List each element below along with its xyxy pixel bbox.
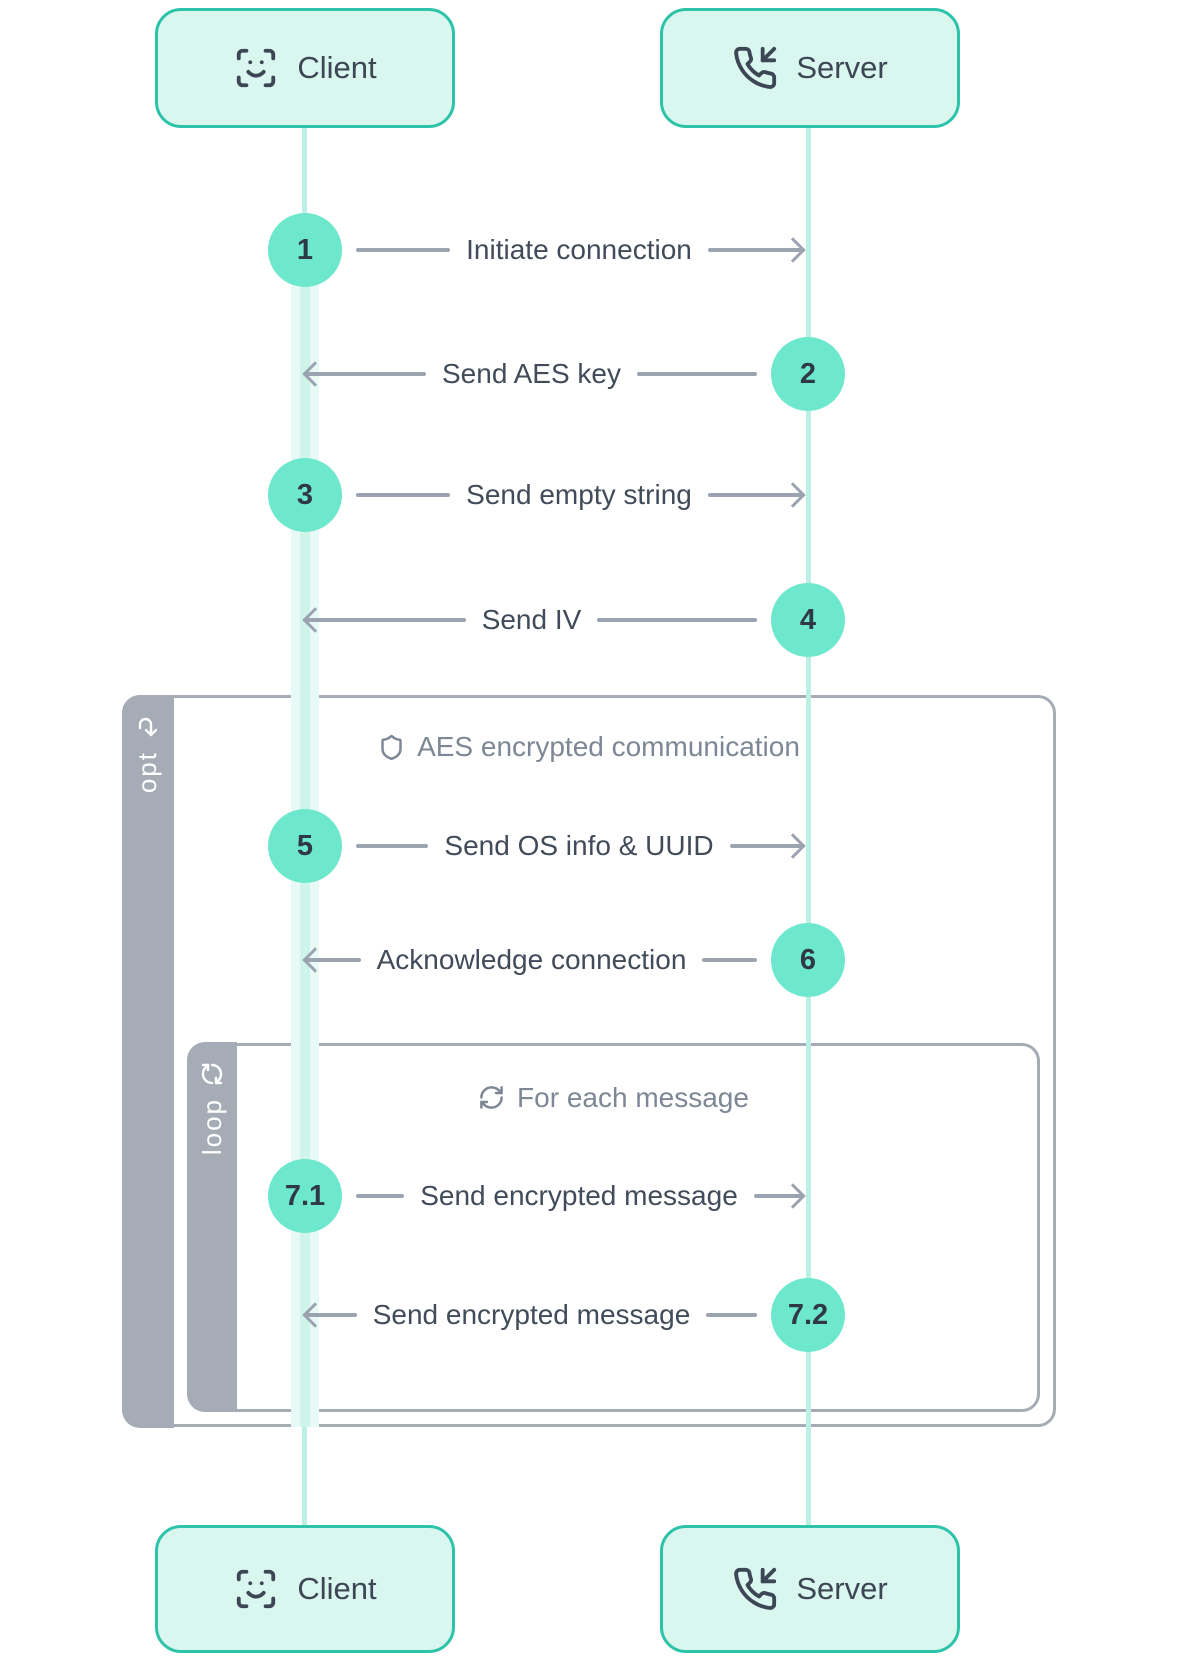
step-number-badge: 3 bbox=[268, 458, 342, 532]
refresh-icon bbox=[480, 1086, 503, 1109]
message-row-5: 5 Send OS info & UUID bbox=[268, 809, 808, 883]
message-label: Send AES key bbox=[442, 358, 622, 389]
arrow-to-client: Send encrypted message bbox=[306, 1278, 757, 1352]
arrow-to-server: Initiate connection bbox=[356, 213, 802, 287]
arrow-line bbox=[702, 958, 758, 962]
step-number-badge: 7.1 bbox=[268, 1159, 342, 1233]
arrow-to-client: Send AES key bbox=[306, 337, 758, 411]
actor-server-label: Server bbox=[796, 50, 888, 85]
arrowhead-left-icon bbox=[306, 958, 361, 962]
actor-client-bottom: Client bbox=[155, 1525, 455, 1653]
actor-client-label: Client bbox=[297, 50, 377, 85]
arrow-to-server: Send empty string bbox=[356, 458, 803, 532]
actor-server-top: Server bbox=[660, 8, 960, 128]
opt-frame: opt AES encrypted communication loop For… bbox=[121, 694, 1056, 1428]
message-label: Initiate connection bbox=[466, 234, 692, 265]
loop-frame: loop For each message bbox=[187, 1042, 1040, 1412]
arrowhead-left-icon bbox=[306, 372, 426, 376]
step-number-badge: 5 bbox=[268, 809, 342, 883]
face-scan-icon bbox=[237, 48, 276, 88]
opt-frame-title-text: AES encrypted communication bbox=[417, 731, 800, 762]
arrow-line bbox=[597, 618, 758, 622]
arrow-line bbox=[356, 1194, 405, 1198]
arrowhead-left-icon bbox=[306, 1313, 357, 1317]
face-scan-icon bbox=[237, 1569, 276, 1609]
refresh-icon bbox=[201, 1063, 223, 1085]
arrowhead-left-icon bbox=[306, 618, 466, 622]
message-label: Send OS info & UUID bbox=[444, 830, 714, 861]
message-label: Send encrypted message bbox=[420, 1180, 738, 1211]
arrow-to-server: Send encrypted message bbox=[356, 1159, 802, 1233]
message-row-4: Send IV 4 bbox=[306, 583, 845, 657]
actor-client-top: Client bbox=[155, 8, 455, 128]
loop-frame-title-text: For each message bbox=[517, 1081, 749, 1113]
arrowhead-right-icon bbox=[707, 248, 802, 252]
server-lifeline bbox=[806, 126, 811, 1525]
message-row-2: Send AES key 2 bbox=[306, 337, 845, 411]
arrowhead-right-icon bbox=[753, 1194, 802, 1198]
message-row-3: 3 Send empty string bbox=[268, 458, 808, 532]
arrow-to-client: Send IV bbox=[306, 583, 758, 657]
arrowhead-right-icon bbox=[729, 844, 803, 848]
shield-icon bbox=[381, 734, 402, 760]
message-label: Send empty string bbox=[466, 479, 692, 510]
arrow-to-server: Send OS info & UUID bbox=[356, 809, 803, 883]
message-row-7-2: Send encrypted message 7.2 bbox=[306, 1278, 845, 1352]
arrow-line bbox=[356, 493, 451, 497]
phone-incoming-icon bbox=[734, 1567, 777, 1610]
arrow-line bbox=[356, 248, 451, 252]
actor-server-label: Server bbox=[796, 1571, 888, 1606]
arrow-to-client: Acknowledge connection bbox=[306, 923, 758, 997]
step-number-badge: 1 bbox=[268, 213, 342, 287]
actor-client-label: Client bbox=[297, 1571, 377, 1606]
arrow-line bbox=[356, 844, 429, 848]
step-number-badge: 2 bbox=[771, 337, 845, 411]
arrowhead-right-icon bbox=[707, 493, 803, 497]
message-row-7-1: 7.1 Send encrypted message bbox=[268, 1159, 808, 1233]
step-number-badge: 4 bbox=[771, 583, 845, 657]
arrow-line bbox=[637, 372, 758, 376]
step-number-badge: 7.2 bbox=[771, 1278, 845, 1352]
message-row-6: Acknowledge connection 6 bbox=[306, 923, 845, 997]
step-number-badge: 6 bbox=[771, 923, 845, 997]
redo-arrow-icon bbox=[138, 717, 157, 736]
arrow-line bbox=[706, 1313, 757, 1317]
phone-incoming-icon bbox=[734, 46, 777, 89]
loop-frame-strip: loop bbox=[187, 1042, 237, 1412]
message-row-1: 1 Initiate connection bbox=[268, 213, 808, 287]
message-label: Send IV bbox=[481, 604, 582, 635]
loop-frame-title: For each message bbox=[191, 1082, 1037, 1114]
opt-frame-title: AES encrypted communication bbox=[125, 731, 1053, 763]
message-label: Acknowledge connection bbox=[376, 944, 687, 975]
opt-frame-strip: opt bbox=[121, 694, 174, 1428]
actor-server-bottom: Server bbox=[660, 1525, 960, 1653]
message-label: Send encrypted message bbox=[372, 1299, 691, 1330]
